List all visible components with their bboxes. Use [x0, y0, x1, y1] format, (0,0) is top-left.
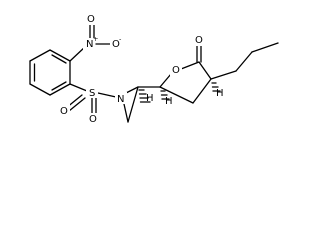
lactone-ring — [159, 44, 221, 104]
atom-o-nitro-top: O — [87, 14, 95, 25]
structure-canvas: O N + O - S O O N H O O H H — [29, 13, 279, 125]
molecule-diagram: O N + O - S O O N H O O H H — [29, 13, 279, 125]
atom-o-ring: O — [172, 65, 180, 76]
sulfonyl-group — [65, 83, 117, 114]
atom-n-nitro: N — [86, 39, 93, 50]
atom-o-sulfonyl-bottom: O — [89, 114, 97, 125]
charge-minus: - — [119, 35, 122, 43]
charge-plus: + — [93, 35, 98, 43]
atom-s-sulfonyl: S — [89, 88, 95, 99]
atom-n-aziridine: N — [117, 94, 124, 105]
atom-h-aziridine: H — [146, 93, 154, 104]
atom-h-lactone-right: H — [216, 88, 224, 99]
atom-o-carbonyl: O — [195, 35, 203, 46]
atom-o-sulfonyl-left: O — [60, 106, 68, 117]
atom-h-lactone-left: H — [165, 96, 173, 107]
benzene-ring — [29, 49, 71, 96]
propyl-chain — [210, 42, 279, 80]
atom-o-nitro-right: O — [112, 39, 120, 50]
